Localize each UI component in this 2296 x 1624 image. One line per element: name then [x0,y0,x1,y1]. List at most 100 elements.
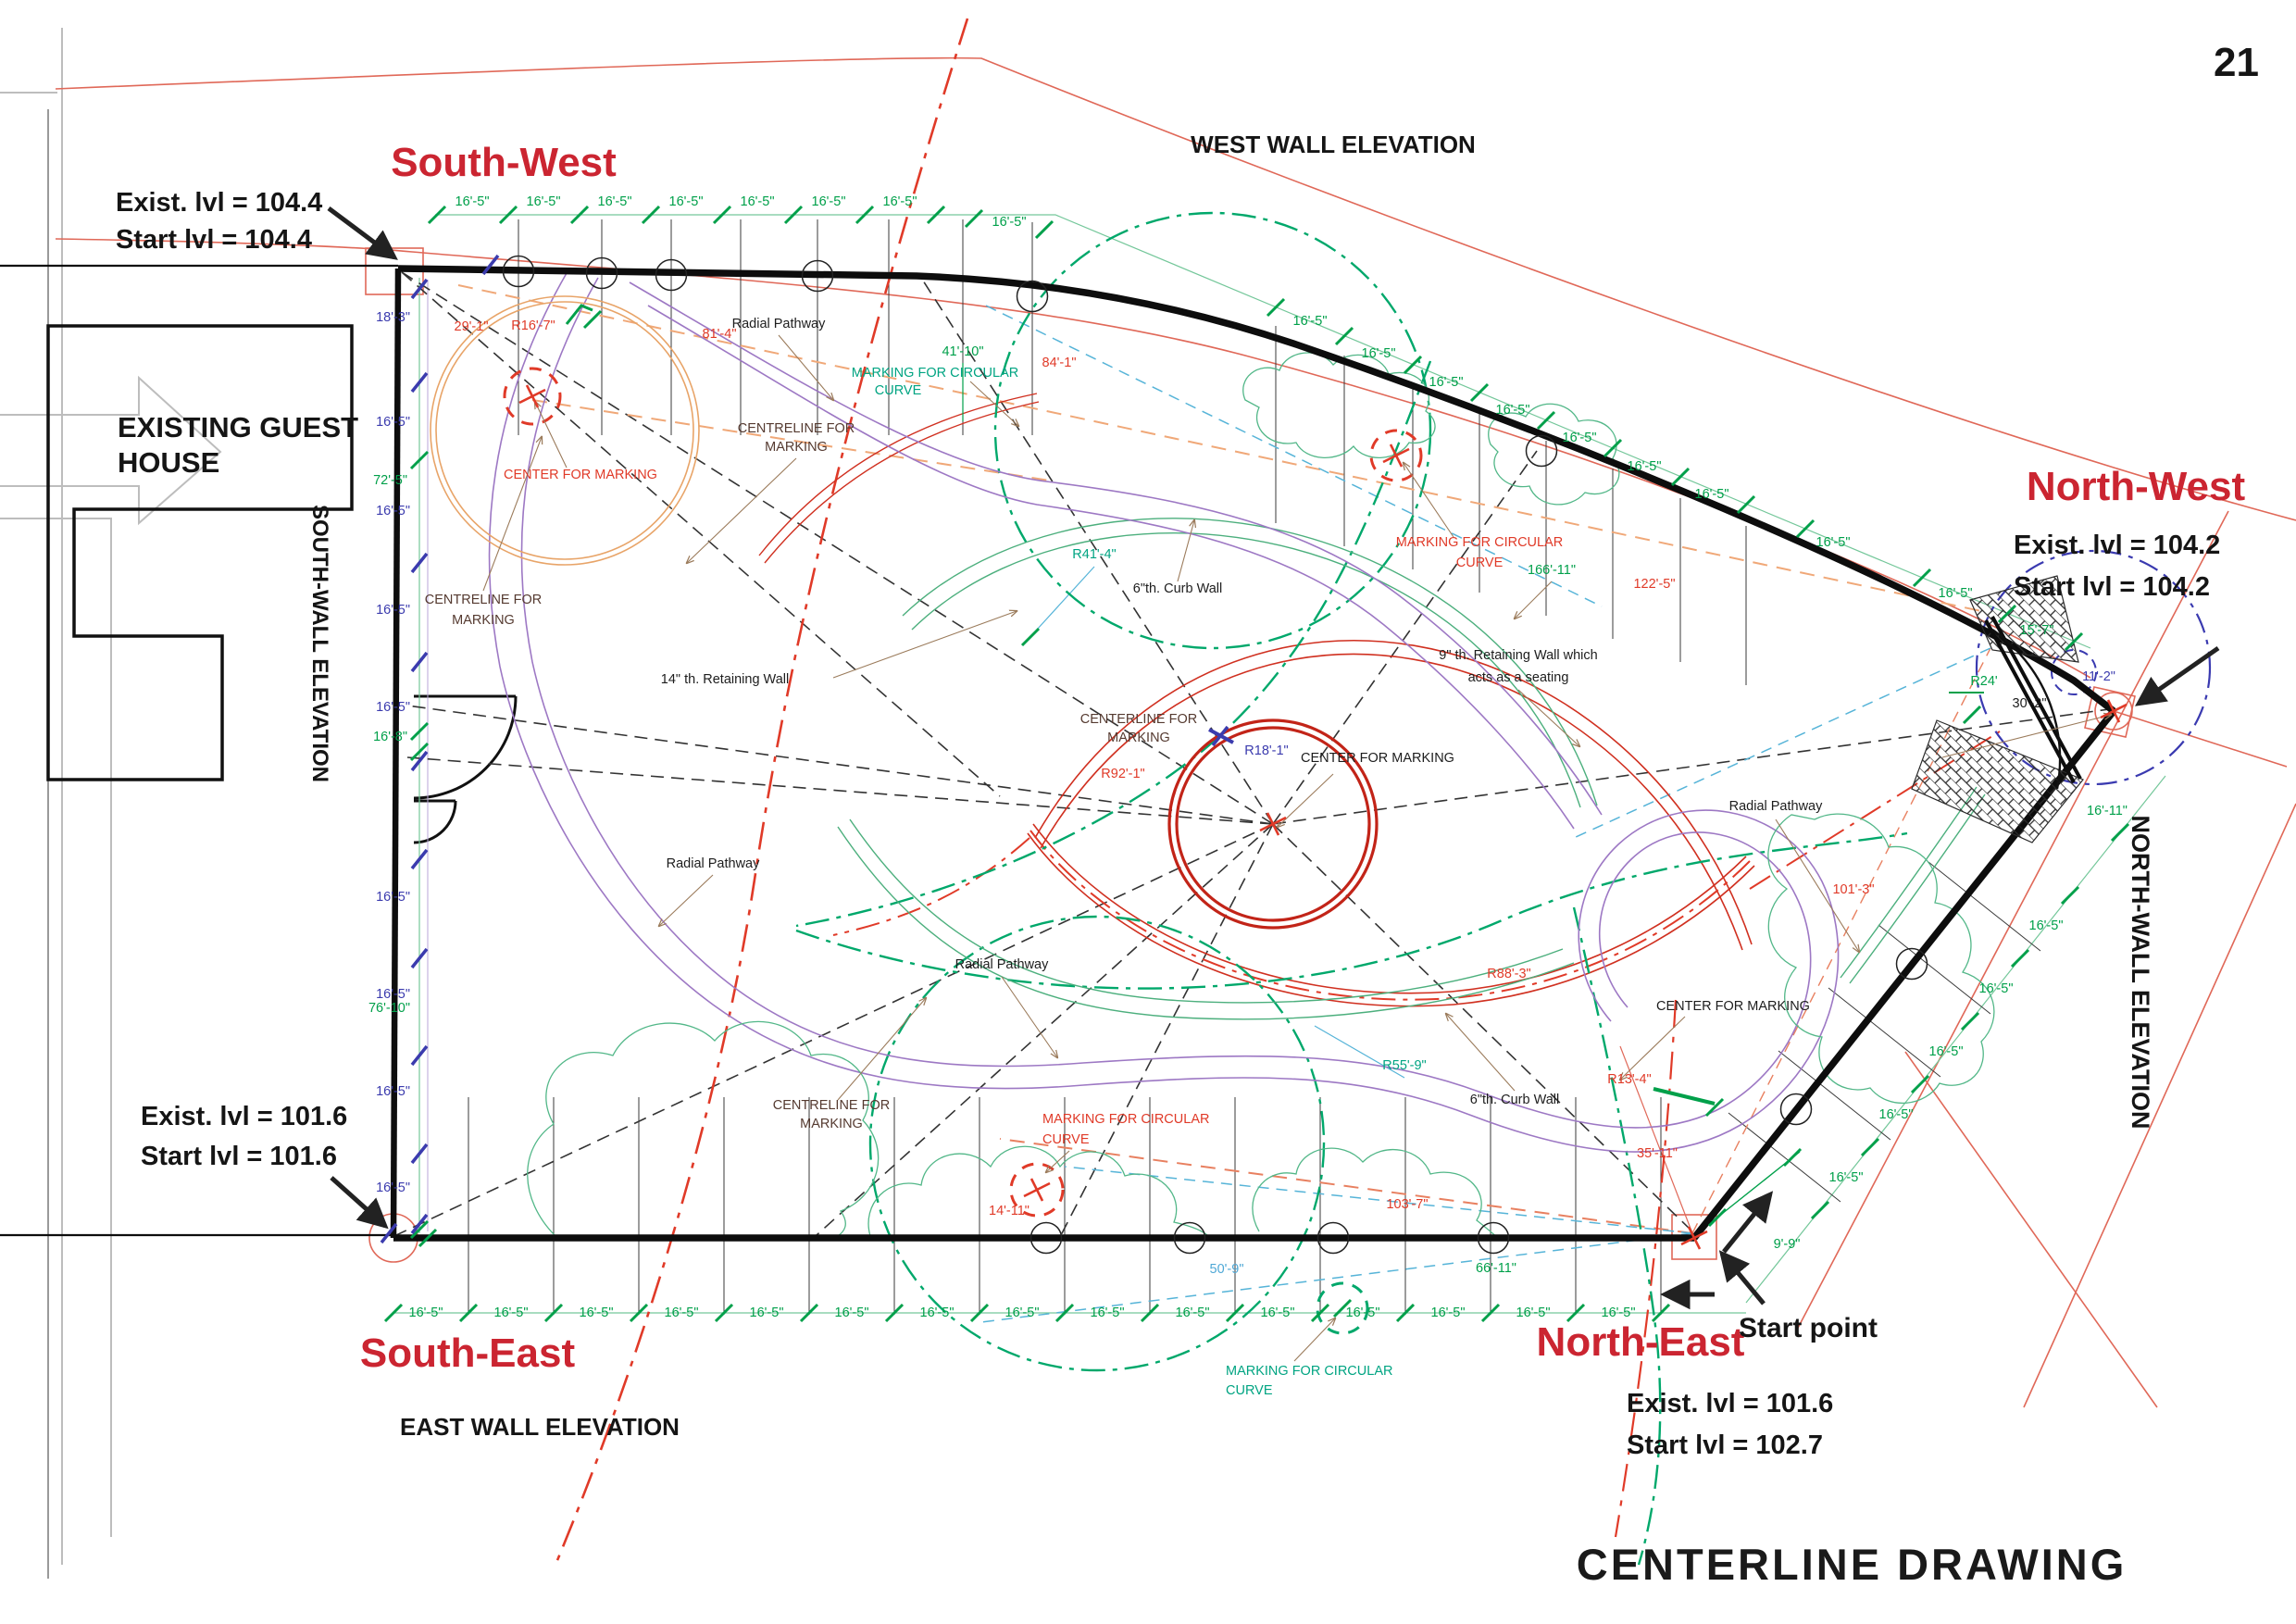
blue-tick [410,1143,429,1165]
dim-label: 9'-9" [1774,1237,1801,1252]
dim-label: 16'-5" [409,1305,443,1320]
note-label: MARKING [452,613,515,628]
dim-label: 16'-5" [1091,1305,1125,1320]
radius-label: R13'-4" [1607,1072,1651,1087]
nw-corner-detail [1911,575,2084,843]
radius-label: R88'-3" [1487,967,1530,981]
dim-label: 16'-5" [1516,1305,1551,1320]
central-marking-circle [1167,718,1379,930]
brick-hatch-lower [1911,719,2084,843]
note-label: 14" th. Retaining Wall [661,672,789,687]
dim-label: 30'-2" [2013,696,2047,711]
note-label: CENTER FOR MARKING [1656,999,1810,1014]
guest-house-label-1: EXISTING GUEST [118,411,358,443]
green-tick [1651,1303,1671,1323]
green-tick [1707,1207,1728,1228]
corner-label-se: South-East [360,1330,576,1376]
green-tick [2110,822,2130,843]
green-tick [799,1303,819,1323]
center-circles [430,295,1379,930]
curb-wall-arcs [837,518,1986,1020]
note-label: 9" th. Retaining Wall which [1439,648,1597,663]
blue-tick [410,750,429,772]
green-tick [409,742,430,762]
green-tick [2060,885,2080,906]
green-tick [1795,518,1816,539]
dim-label: 16'-5" [494,1305,529,1320]
note-label: CURVE [1226,1383,1273,1398]
dim-label: 16'-5" [1362,346,1396,361]
wall-node-circle [585,256,618,290]
green-marking-curves [795,211,1908,1566]
note-label: CENTERLINE FOR [1080,712,1198,727]
dim-label: 16'-5" [665,1305,699,1320]
dim-label: 16'-5" [1431,1305,1466,1320]
tick-marks [380,205,2130,1323]
dim-label: 16'-5" [376,700,410,715]
green-tick [1334,326,1354,346]
dim-label: 16'-5" [812,194,846,209]
corner-arc [1991,629,2062,790]
dim-label: 16'-5" [741,194,775,209]
green-tick [1670,467,1691,487]
note-label: MARKING [765,440,828,455]
note-label: MARKING [800,1117,863,1131]
note-label: MARKING [1107,731,1170,745]
green-tick [712,205,732,225]
green-tick [1140,1303,1160,1323]
green-tick [926,205,946,225]
center-cross [1029,1178,1044,1202]
green-tick [969,1303,990,1323]
note-label: MARKING FOR CIRCULAR [1396,535,1563,550]
dim-label: 16'-5" [455,194,490,209]
note-label: Radial Pathway [955,957,1049,972]
green-tick [418,1228,438,1248]
sw-start-level: Start lvl = 104.4 [116,225,312,255]
dim-label: 29'-1" [455,319,489,334]
green-tick [1736,494,1756,515]
south-wall-title: SOUTH-WALL ELEVATION [307,505,332,782]
wall-node-circle [1029,1221,1063,1255]
dim-label: 16'-5" [1176,1305,1210,1320]
green-tick [1225,1303,1245,1323]
cyan-construction-lines [980,305,1991,1323]
wall-node-circle [502,255,535,288]
corner-label-nw: North-West [2027,464,2246,509]
dim-label: 16'-5" [1261,1305,1295,1320]
note-label: CURVE [875,383,922,398]
dim-label: 16'-5" [1293,314,1328,329]
note-label: CENTRELINE FOR [773,1098,891,1113]
note-label: CURVE [1042,1132,1090,1147]
dim-label: 16'-5" [376,1084,410,1099]
green-tick [1034,219,1054,240]
dim-label: 16'-5" [1496,403,1530,418]
dim-label: 16'-5" [1005,1305,1040,1320]
blue-tick [410,1213,429,1235]
dim-label: 16'-5" [598,194,632,209]
se-level-arrow [330,1176,389,1230]
center-cross [1389,443,1404,468]
nw-blue-circle [1975,549,2212,786]
corner-label-ne: North-East [1537,1319,1745,1365]
dim-label: 16'-5" [580,1305,614,1320]
green-tick [1469,382,1490,403]
nw-corner-box [2084,686,2136,738]
green-tick [1910,1074,1930,1094]
note-label: Radial Pathway [667,856,760,871]
dim-label: 84'-1" [1042,356,1077,370]
radial-pathway-curves [488,272,1840,1153]
green-tick [427,205,447,225]
ne-dim-arrow [1722,1191,1774,1254]
note-label: MARKING FOR CIRCULAR [1226,1364,1392,1379]
dim-label: 16'-5" [1695,487,1729,502]
blue-tick [1211,725,1229,747]
green-tick [543,1303,564,1323]
wall-node-circle [1525,434,1558,468]
green-tick [1860,1137,1880,1157]
dim-label: 11'-2" [2082,669,2115,684]
blue-tick [410,371,429,394]
dim-label: 103'-7" [1386,1197,1428,1212]
center-marker-sw [503,367,562,426]
dim-label: 16'-5" [1628,459,1662,474]
